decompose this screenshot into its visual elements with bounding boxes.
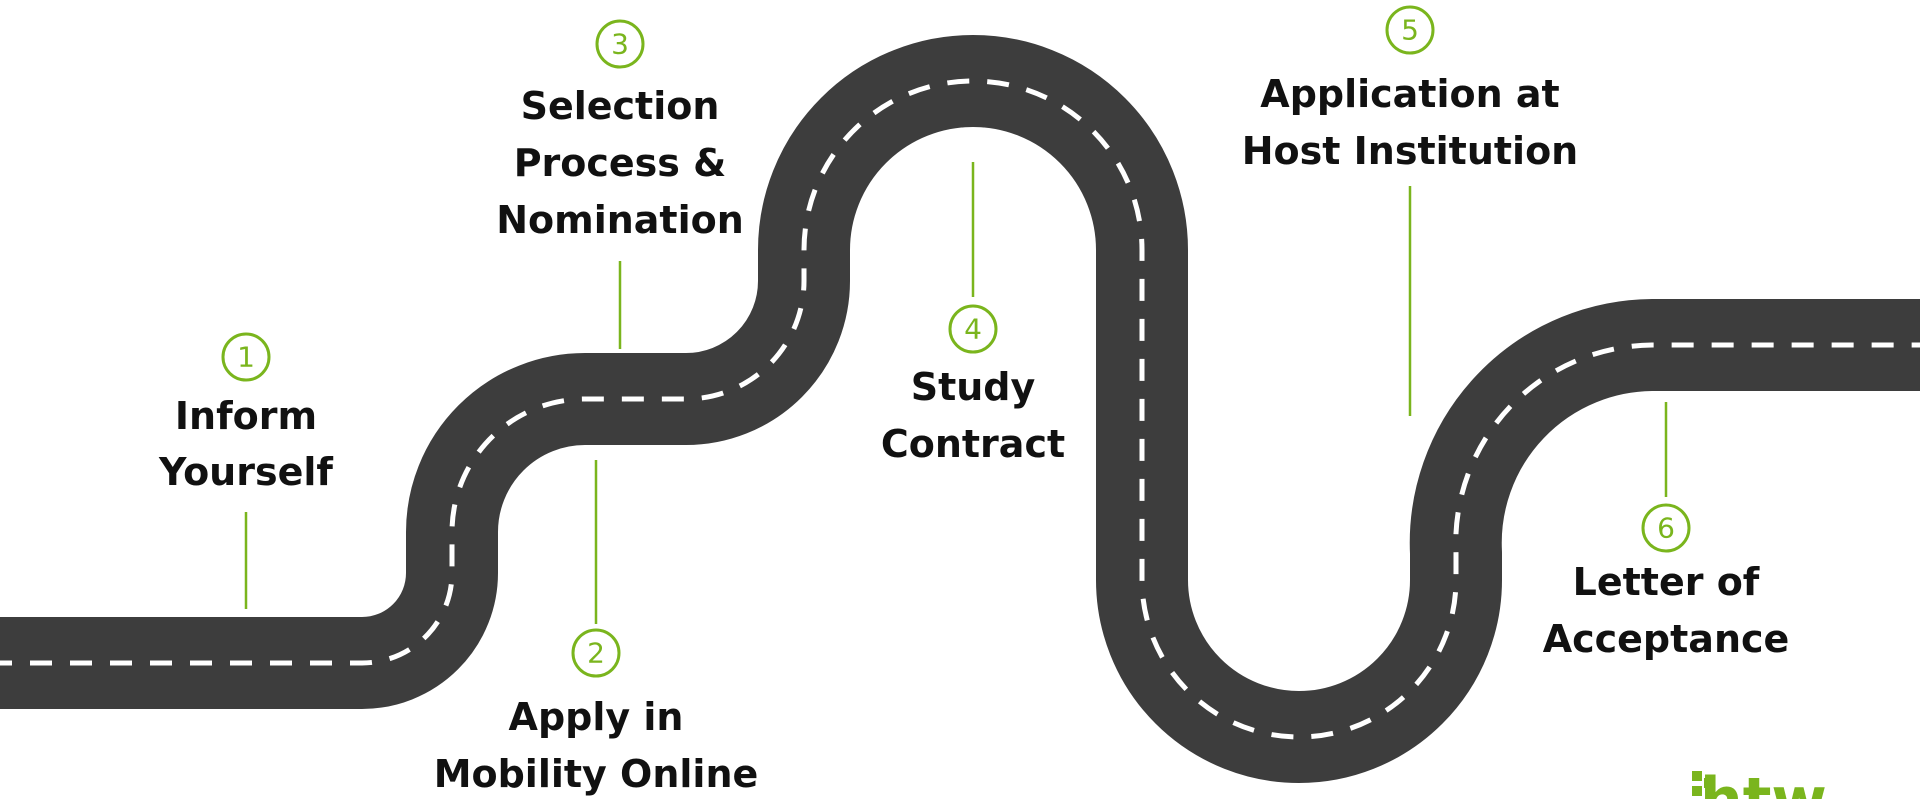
- step-6-number: 6: [1657, 512, 1675, 545]
- road-lane-marking: [0, 78, 1920, 740]
- step-3-label-line-1: Selection: [521, 84, 720, 128]
- step-4-label-line-2: Contract: [881, 422, 1065, 466]
- step-1-number-badge: [221, 332, 271, 382]
- step-2-label-line-1: Apply in: [509, 695, 684, 739]
- logo-square-2: [1692, 786, 1702, 796]
- step-3: 3 Selection Process & Nomination: [496, 19, 744, 349]
- step-5-label-line-1: Application at: [1260, 72, 1559, 116]
- step-1: 1 Inform Yourself: [158, 332, 333, 609]
- step-2-number: 2: [587, 637, 605, 670]
- step-2-label-line-2: Mobility Online: [434, 752, 759, 796]
- step-4-number-badge: [948, 304, 998, 354]
- step-4-label-line-1: Study: [911, 365, 1036, 409]
- step-2: 2 Apply in Mobility Online: [434, 460, 759, 796]
- logo-square-3: [1704, 778, 1714, 788]
- step-6-label-line-1: Letter of: [1573, 560, 1760, 604]
- step-6: 6 Letter of Acceptance: [1543, 402, 1790, 661]
- htw-logo: htw: [1692, 765, 1827, 799]
- logo-square-1: [1692, 771, 1702, 781]
- step-5: 5 Application at Host Institution: [1242, 5, 1579, 416]
- step-3-label-line-2: Process &: [514, 141, 727, 185]
- step-6-label-line-2: Acceptance: [1543, 617, 1790, 661]
- step-5-number: 5: [1401, 14, 1419, 47]
- logo-wordmark: htw: [1700, 765, 1827, 799]
- step-3-label-line-3: Nomination: [496, 198, 744, 242]
- step-3-number: 3: [611, 28, 629, 61]
- step-1-label-line-1: Inform: [175, 394, 317, 438]
- step-3-number-badge: [595, 19, 645, 69]
- step-5-number-badge: [1385, 5, 1435, 55]
- step-5-label-line-2: Host Institution: [1242, 129, 1579, 173]
- step-6-number-badge: [1641, 503, 1691, 553]
- road: [0, 35, 1920, 783]
- step-1-number: 1: [237, 341, 255, 374]
- step-4-number: 4: [964, 313, 982, 346]
- step-2-number-badge: [571, 628, 621, 678]
- step-1-label-line-2: Yourself: [158, 450, 333, 494]
- step-4: 4 Study Contract: [881, 162, 1065, 466]
